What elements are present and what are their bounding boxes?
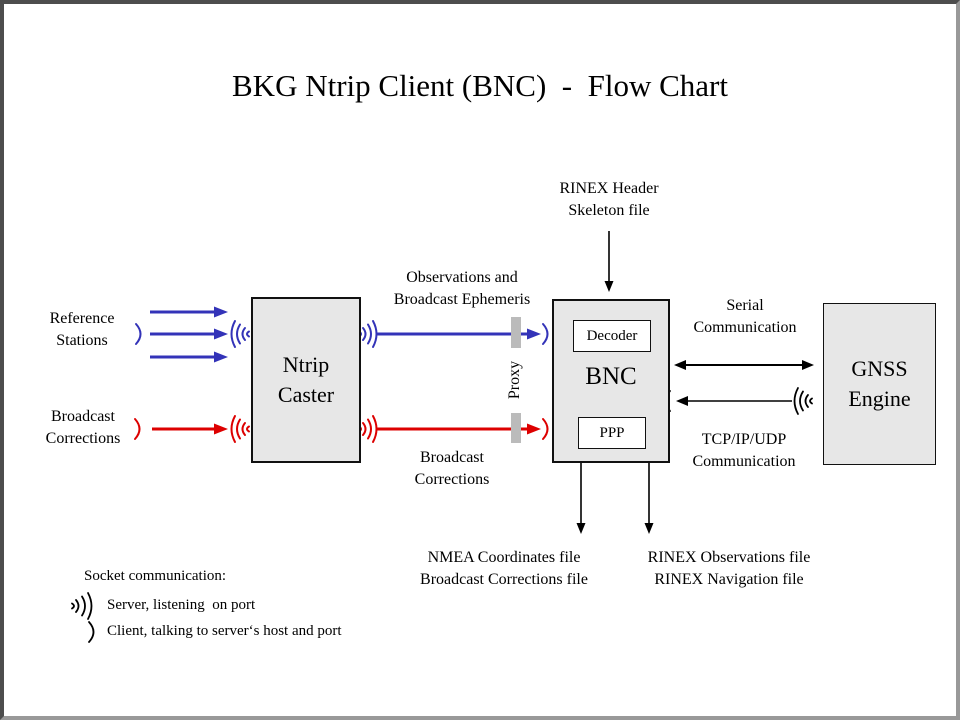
- legend-server-socket-icon: [71, 592, 93, 620]
- broadcast-corrections-stream-label: Broadcast Corrections: [414, 449, 490, 488]
- node-bnc: Decoder BNC PPP: [552, 299, 670, 463]
- legend-heading: Socket communication:: [84, 568, 227, 584]
- proxy-label: Proxy: [506, 360, 523, 400]
- nmea-output-label: NMEA Coordinates file Broadcast Correcti…: [420, 549, 588, 588]
- tcp-communication-label: TCP/IP/UDP Communication: [692, 431, 796, 470]
- ntrip-caster-label: Caster: [277, 382, 335, 407]
- bnc-label: BNC: [585, 363, 637, 390]
- decoder-label: Decoder: [586, 327, 638, 344]
- bnc-decoder-box: Decoder: [573, 320, 651, 352]
- legend-server-item: Server, listening on port: [107, 597, 256, 613]
- legend-client-item: Client, talking to server‘s host and por…: [107, 623, 342, 639]
- proxy-bar-bottom: [511, 413, 521, 443]
- observations-ephemeris-label: Observations and Broadcast Ephemeris: [393, 269, 531, 308]
- ntrip-caster-label: Ntrip: [282, 352, 330, 377]
- gnss-engine-label: GNSS: [851, 356, 908, 381]
- broadcast-corrections-input-label: Broadcast Corrections: [45, 408, 121, 447]
- proxy-bar-top: [511, 317, 521, 348]
- bnc-ppp-box: PPP: [578, 417, 646, 449]
- serial-communication-label: Serial Communication: [693, 297, 797, 336]
- server-socket-icon: [793, 387, 813, 415]
- gnss-engine-label: Engine: [848, 386, 911, 411]
- page-title: BKG Ntrip Client (BNC) - Flow Chart: [232, 68, 728, 103]
- node-ntrip-caster: Ntrip Caster: [251, 297, 361, 463]
- reference-stations-label: Reference Stations: [49, 310, 115, 349]
- rinex-output-label: RINEX Observations file RINEX Navigation…: [647, 549, 811, 588]
- node-gnss-engine: GNSS Engine: [823, 303, 936, 465]
- ppp-label: PPP: [599, 424, 625, 441]
- rinex-header-skeleton-label: RINEX Header Skeleton file: [559, 180, 659, 219]
- legend-client-socket-icon: [88, 621, 95, 643]
